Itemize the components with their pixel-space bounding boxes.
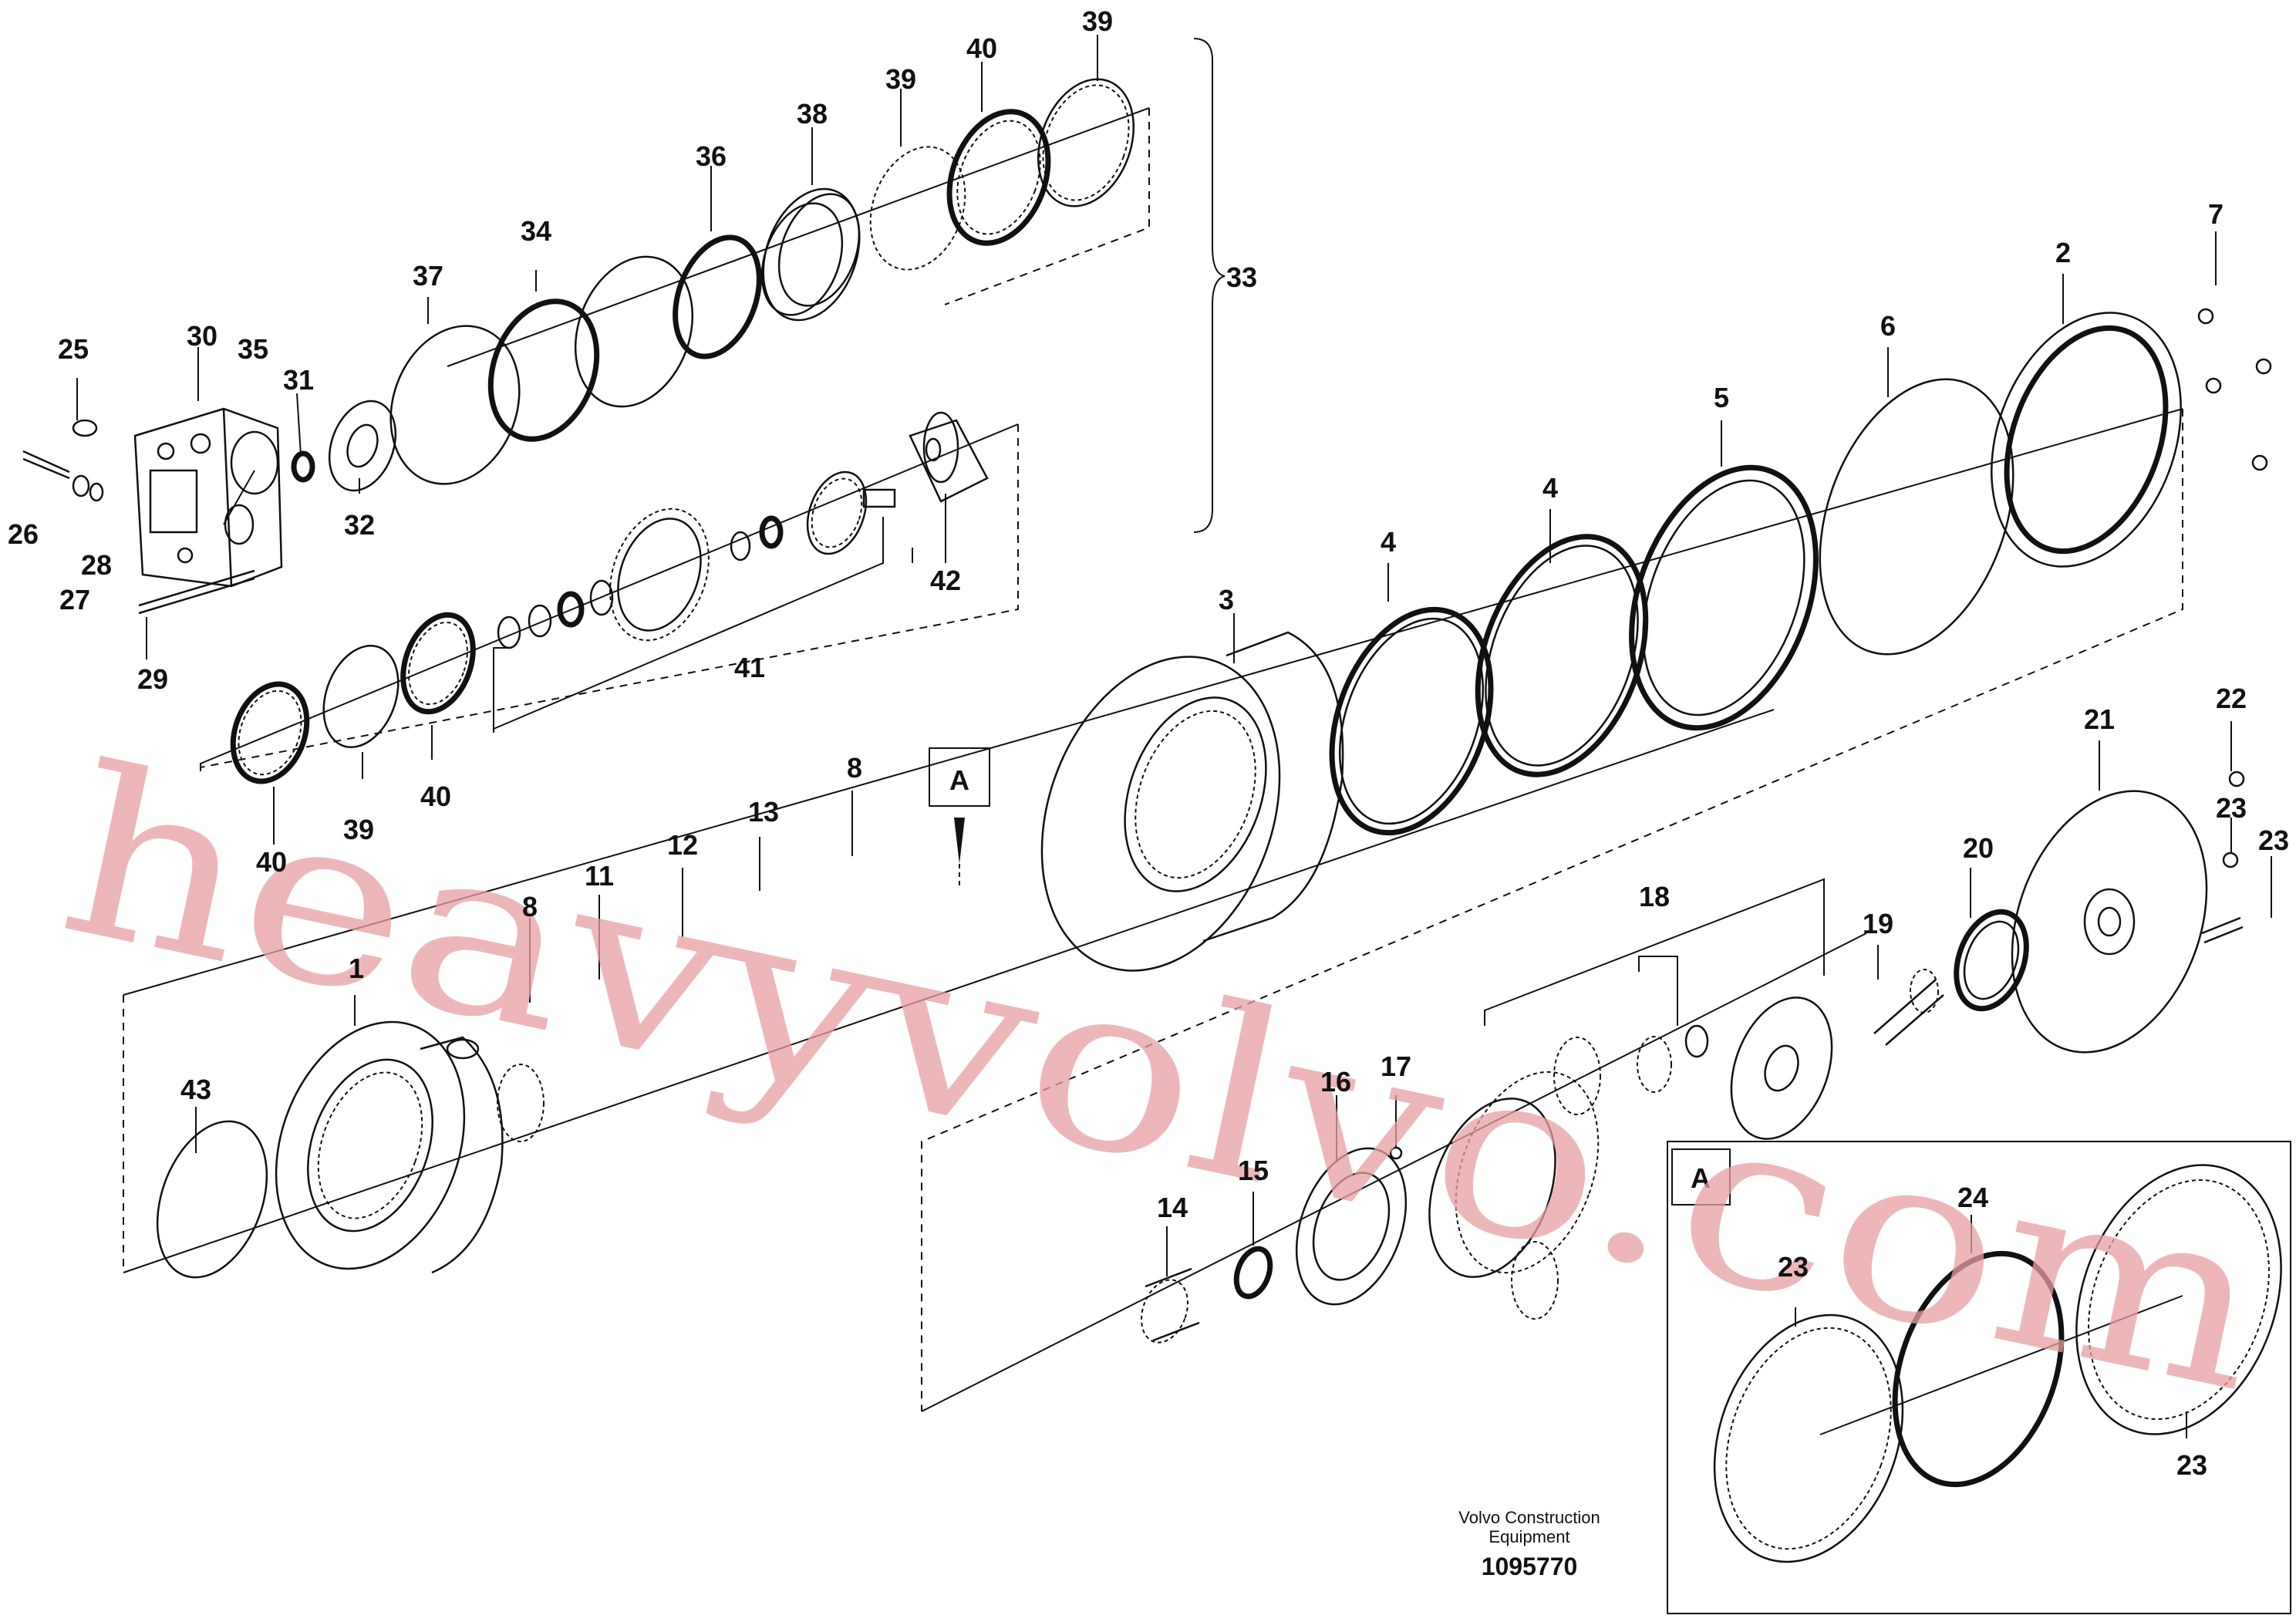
part-label-41: 41 [734, 652, 765, 683]
part-label-15: 17 [1381, 1050, 1411, 1082]
leader-lines [76, 35, 2272, 1438]
part-label-4b: 4 [1542, 472, 1558, 504]
detail-a-inset: A [1667, 1141, 2291, 1614]
part-label-3: 3 [1219, 584, 1234, 615]
part-label-1: 1 [349, 953, 364, 984]
part-label-26: 26 [8, 518, 39, 550]
part-label-33: 33 [1226, 261, 1257, 293]
part-label-39-top: 39 [1082, 5, 1113, 37]
part-label-4a: 4 [1381, 526, 1396, 558]
part-label-10: 12 [667, 829, 698, 861]
motor-housing [22, 400, 397, 615]
ring-gear-and-seals [1040, 312, 2182, 972]
part-label-25: 25 [58, 333, 89, 365]
detail-a-inset-marker: A [1691, 1162, 1711, 1194]
part-label-7: 7 [2208, 198, 2224, 230]
part-label-8-low: 8 [522, 891, 538, 922]
part-label-14: 16 [1320, 1066, 1351, 1098]
part-label-31: 31 [283, 364, 314, 396]
group-33-brace [1193, 38, 1226, 533]
part-label-8-top: 8 [847, 752, 862, 784]
part-label-23-inset-left: 23 [1778, 1251, 1809, 1283]
company-line-1: Volvo Construction [1458, 1508, 1600, 1527]
upper-disc-stack [389, 78, 1135, 485]
part-label-22: 23 [2258, 824, 2289, 856]
part-label-17: 19 [1863, 908, 1893, 939]
company-line-2: Equipment [1489, 1527, 1569, 1546]
part-label-38: 38 [797, 98, 828, 130]
part-label-2: 2 [2055, 237, 2071, 268]
part-label-23-inset-right: 23 [2176, 1449, 2207, 1481]
part-label-18: 20 [1963, 832, 1994, 864]
part-label-20: 22 [2216, 683, 2247, 714]
part-label-12: 14 [1157, 1192, 1188, 1223]
part-label-37: 37 [413, 260, 443, 292]
front-assembly [156, 1020, 544, 1279]
figure-footer: Volvo Construction Equipment 1095770 [1458, 1508, 1600, 1580]
part-label-40-mid: 40 [420, 781, 451, 812]
part-label-40-top: 40 [966, 32, 997, 64]
figure-number: 1095770 [1482, 1553, 1578, 1580]
part-label-21: 23 [2216, 792, 2247, 824]
part-label-39-low: 39 [343, 814, 374, 845]
part-label-42: 42 [930, 565, 961, 596]
part-label-35: 35 [238, 333, 268, 365]
part-label-30: 30 [187, 320, 217, 352]
part-label-27: 27 [59, 584, 90, 615]
watermark-text: heavyvolvo.com [42, 716, 2286, 1444]
part-label-28: 28 [81, 549, 112, 581]
part-label-43: 43 [180, 1074, 211, 1105]
part-label-16: 18 [1639, 881, 1670, 912]
part-label-39-mid: 39 [885, 63, 916, 95]
part-label-5: 5 [1714, 382, 1729, 413]
assembly-axes [123, 107, 2183, 1412]
part-label-11: 13 [748, 796, 779, 828]
part-label-6: 6 [1880, 310, 1896, 342]
part-label-13: 15 [1238, 1155, 1269, 1186]
part-labels: 39 40 39 38 36 34 37 33 30 35 25 31 32 2… [8, 5, 2289, 1223]
part-label-34: 34 [521, 215, 551, 247]
part-label-29: 29 [137, 663, 168, 695]
part-label-36: 36 [696, 140, 727, 172]
part-label-32: 32 [344, 509, 375, 541]
detail-a-callout-marker: A [949, 764, 969, 796]
planet-carrier-group [230, 411, 989, 784]
part-label-19: 21 [2084, 703, 2115, 735]
sun-gear-assembly [1141, 878, 1833, 1344]
cover-assembly [1873, 308, 2272, 1054]
detail-a-callout: A [929, 747, 990, 887]
part-label-24-inset: 24 [1957, 1182, 1988, 1213]
part-label-40-low: 40 [256, 846, 287, 878]
part-label-9: 11 [585, 860, 614, 892]
